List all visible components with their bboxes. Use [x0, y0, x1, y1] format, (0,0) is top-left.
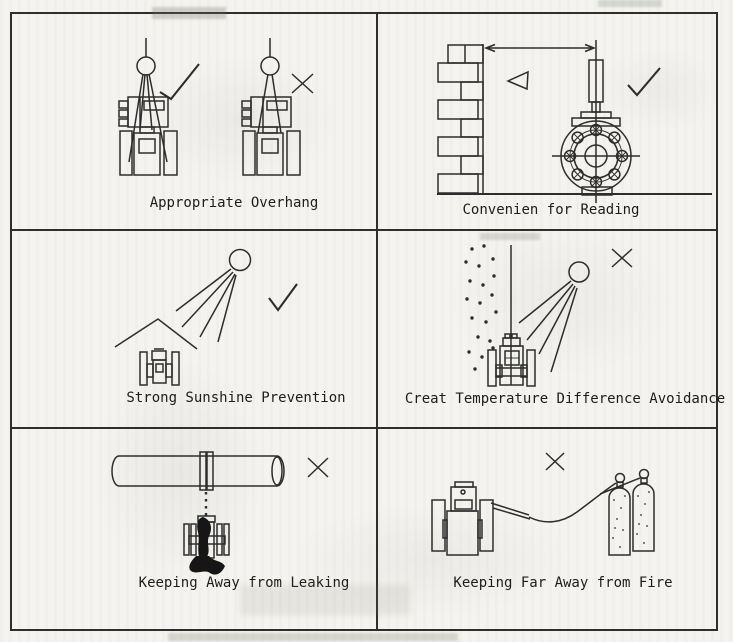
- wall-clearance-illustration: [437, 40, 712, 203]
- cross-icon: [545, 452, 565, 471]
- check-icon: [627, 67, 661, 97]
- flowmeter-icon: [139, 348, 180, 386]
- panel-caption: Keeping Away from Leaking: [138, 575, 350, 591]
- check-icon: [159, 63, 200, 101]
- sun-icon: [568, 261, 590, 283]
- pipe-flange: [199, 451, 214, 491]
- panel-appropriate-overhang: Appropriate Overhang: [12, 14, 378, 231]
- cross-icon: [291, 73, 314, 94]
- leak-puddle: [189, 556, 225, 575]
- gas-cylinder-icon: [632, 468, 655, 552]
- hoisting-illustration: [118, 38, 314, 176]
- panel-caption: Strong Sunshine Prevention: [126, 390, 346, 406]
- cross-icon: [307, 457, 329, 478]
- cold-particles: [464, 244, 498, 371]
- cross-icon: [611, 248, 633, 268]
- sling-ropes: [257, 73, 282, 134]
- panel-sunshine-prevention: Strong Sunshine Prevention: [12, 231, 378, 429]
- scan-bleedthrough-mark: [598, 0, 662, 7]
- panel-convenient-reading: Convenien for Reading: [378, 14, 716, 231]
- sun-rays: [175, 268, 237, 343]
- panel-temperature-difference: Creat Temperature Difference Avoidance: [378, 231, 725, 429]
- view-direction-icon: [506, 70, 529, 91]
- dimension-arrow: [483, 43, 597, 53]
- sun-icon: [228, 248, 252, 272]
- panel-caption: Creat Temperature Difference Avoidance: [404, 391, 726, 407]
- roof-shelter-icon: [114, 318, 198, 350]
- scan-bleedthrough-mark: [168, 633, 458, 641]
- gas-cylinder-icon: [608, 472, 631, 556]
- panel-away-from-fire: Keeping Far Away from Fire: [378, 429, 716, 629]
- pipe-icon: [111, 455, 285, 487]
- sun-rays: [518, 280, 578, 373]
- fire-distance-illustration: [431, 452, 655, 556]
- panel-away-from-leaking: Keeping Away from Leaking: [12, 429, 378, 629]
- flowmeter-front-icon: [552, 40, 640, 203]
- brick-wall-icon: [437, 44, 484, 194]
- panel-caption: Keeping Far Away from Fire: [453, 575, 673, 591]
- leaking-pipe-illustration: [111, 451, 329, 575]
- crane-hook-icon: [136, 38, 156, 76]
- hose-line: [490, 477, 641, 523]
- flowmeter-icon: [431, 481, 494, 556]
- temperature-difference-illustration: [464, 244, 633, 387]
- crane-hook-icon: [260, 38, 280, 76]
- panel-caption: Convenien for Reading: [462, 202, 640, 218]
- flowmeter-icon: [183, 515, 230, 559]
- flowmeter-icon: [241, 96, 301, 176]
- check-icon: [268, 283, 298, 312]
- installation-guide-table: Appropriate Overhang: [10, 12, 725, 631]
- flowmeter-icon: [118, 96, 178, 176]
- flowmeter-icon: [487, 333, 536, 387]
- panel-caption: Appropriate Overhang: [149, 195, 319, 211]
- sunshade-illustration: [114, 248, 298, 386]
- leak-stain: [197, 517, 211, 557]
